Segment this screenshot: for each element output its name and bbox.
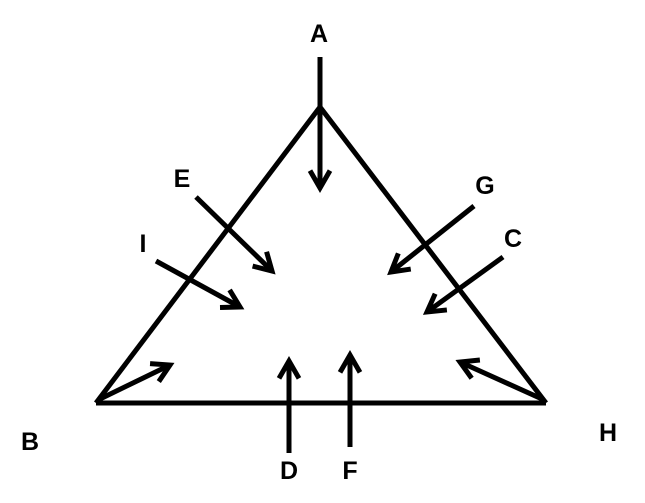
arrow-head-I [219, 288, 245, 310]
label-D: D [280, 457, 298, 485]
arrow-head-E [251, 251, 276, 275]
arrow-head-G [387, 252, 412, 276]
arrow-shaft-G [389, 204, 476, 274]
arrow-head-H [455, 357, 481, 380]
arrow-head-D [276, 356, 302, 380]
triangle-side-right [318, 105, 548, 405]
label-E: E [174, 165, 191, 193]
label-C: C [504, 225, 522, 253]
arrow-shaft-I [154, 258, 242, 310]
arrow-shaft-B [98, 362, 172, 402]
arrow-shaft-C [425, 254, 505, 315]
arrow-I [154, 258, 245, 310]
arrow-A [307, 57, 333, 194]
arrow-F [337, 350, 363, 447]
arrow-head-C [422, 292, 448, 315]
arrow-E [194, 195, 276, 275]
arrow-C [422, 254, 505, 315]
label-H: H [599, 419, 617, 447]
triangle-side-left [94, 105, 322, 405]
label-I: I [140, 230, 147, 258]
arrow-H [455, 357, 544, 402]
arrow-B [98, 361, 175, 402]
label-G: G [475, 172, 494, 200]
arrow-shaft-H [458, 359, 544, 402]
arrow-head-B [149, 361, 175, 383]
label-B: B [21, 428, 39, 456]
label-A: A [310, 20, 328, 48]
arrow-shaft-E [194, 195, 274, 273]
arrow-G [387, 204, 476, 276]
arrow-head-A [307, 169, 333, 194]
arrow-D [276, 356, 302, 453]
label-F: F [342, 457, 357, 485]
arrow-head-F [337, 350, 363, 374]
